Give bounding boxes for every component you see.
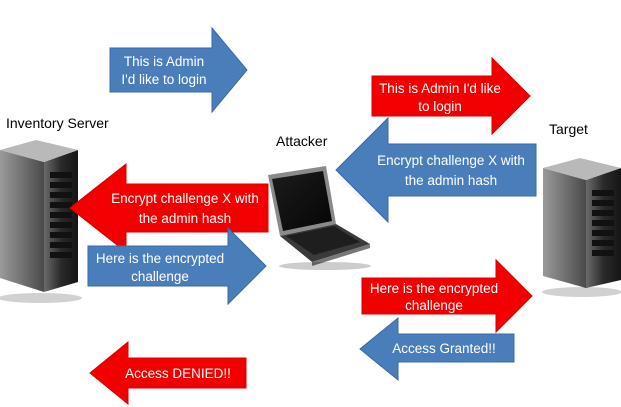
- arrow-encrypted-red: Here is the encrypted challenge: [361, 258, 533, 334]
- arrow-denied-red-line-1: Access DENIED!!: [125, 366, 231, 381]
- arrow-login-blue-line-2: I'd like to login: [121, 72, 206, 87]
- inventory-server-label: Inventory Server: [6, 115, 109, 131]
- arrow-encrypted-red-line-2: challenge: [405, 298, 463, 313]
- arrow-challenge-red-line-2: the admin hash: [139, 211, 231, 226]
- arrow-login-red-line-2: to login: [418, 99, 462, 114]
- attacker-label: Attacker: [276, 133, 328, 149]
- arrow-granted-blue: Access Granted!!: [359, 316, 515, 382]
- arrow-encrypted-red-line-1: Here is the encrypted: [370, 281, 498, 296]
- arrow-login-blue: This is Admin I'd like to login: [109, 26, 248, 114]
- arrow-encrypted-blue-line-1: Here is the encrypted: [96, 251, 224, 266]
- arrow-encrypted-blue-line-2: challenge: [131, 269, 189, 284]
- arrow-denied-red: Access DENIED!!: [89, 340, 247, 406]
- arrow-login-red: This is Admin I'd like to login: [371, 56, 531, 136]
- attacker-laptop-icon: [268, 166, 371, 270]
- arrow-challenge-blue-line-1: Encrypt challenge X with: [377, 153, 525, 168]
- arrow-challenge-red: Encrypt challenge X with the admin hash: [69, 162, 269, 254]
- inventory-server-icon: [0, 140, 82, 303]
- arrow-challenge-red-line-1: Encrypt challenge X with: [111, 191, 259, 206]
- arrow-encrypted-blue: Here is the encrypted challenge: [87, 226, 267, 306]
- target-label: Target: [549, 121, 588, 137]
- arrow-granted-blue-line-1: Access Granted!!: [392, 341, 496, 356]
- arrow-login-red-line-1: This is Admin I'd like: [379, 81, 501, 96]
- arrow-challenge-blue: Encrypt challenge X with the admin hash: [335, 116, 537, 224]
- arrow-challenge-blue-line-2: the admin hash: [405, 173, 497, 188]
- arrow-login-blue-line-1: This is Admin: [124, 54, 204, 69]
- target-server-icon: [542, 158, 621, 297]
